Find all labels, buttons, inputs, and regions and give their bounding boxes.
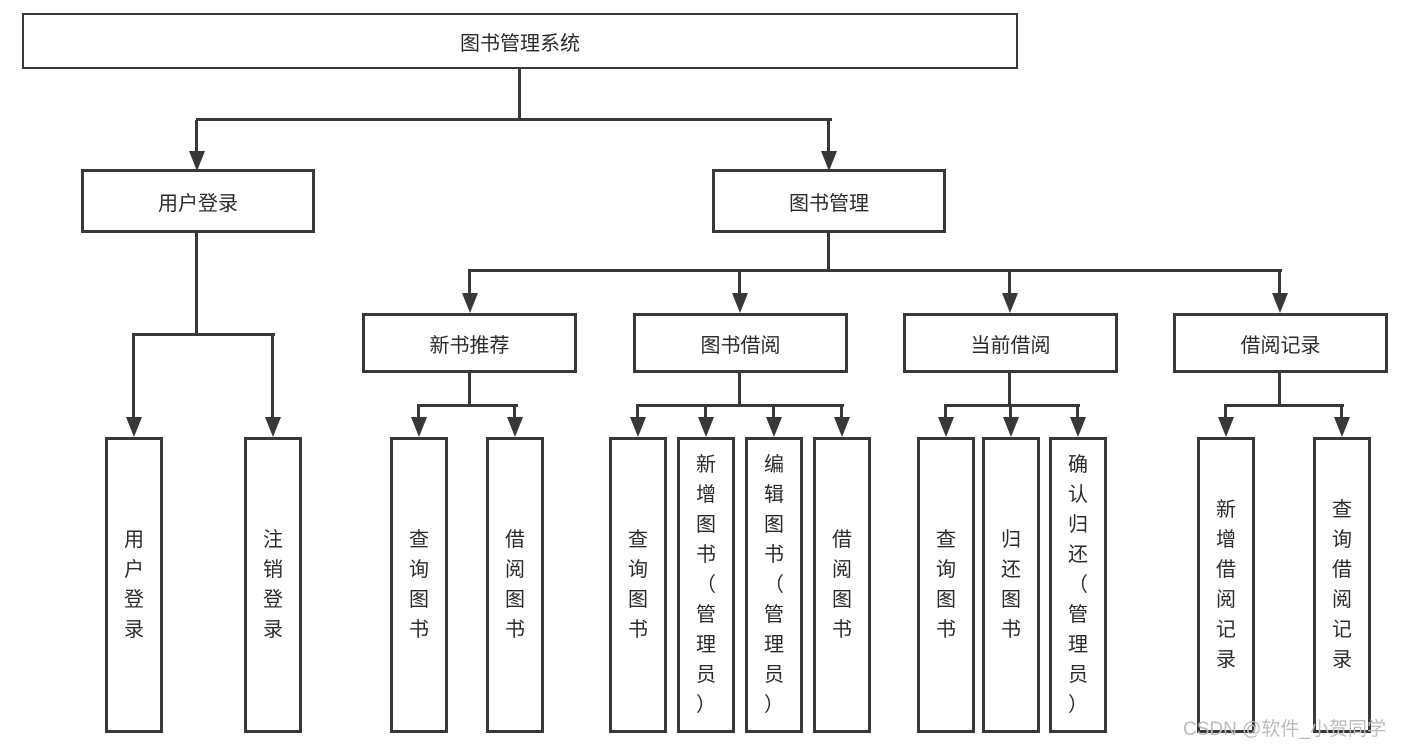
node-user-login: 用户登录 — [81, 169, 315, 233]
connector — [196, 118, 832, 121]
node-book-management: 图书管理 — [712, 169, 946, 233]
node-label: 当前借阅 — [970, 334, 1051, 357]
arrowhead-icon — [265, 417, 281, 437]
leaf-query-books-current: 查询图书 — [917, 437, 975, 733]
watermark: CSDN @软件_小贺同学 — [1183, 719, 1386, 740]
connector — [636, 406, 639, 419]
connector — [271, 335, 274, 421]
leaf-user-login: 用户登录 — [105, 437, 163, 733]
connector — [195, 120, 198, 155]
arrowhead-icon — [1003, 417, 1019, 437]
node-label: 归还图书 — [1001, 529, 1021, 641]
arrowhead-icon — [766, 417, 782, 437]
connector — [704, 406, 707, 419]
connector — [195, 232, 198, 335]
connector — [417, 406, 420, 419]
leaf-edit-books-admin: 编辑图书（管理员） — [745, 437, 803, 733]
node-label: 编辑图书（管理员） — [764, 454, 784, 716]
connector — [417, 404, 518, 407]
arrowhead-icon — [732, 293, 748, 313]
node-label: 借阅图书 — [832, 529, 852, 641]
node-label: 查询图书 — [409, 529, 429, 641]
node-current-borrowing: 当前借阅 — [903, 313, 1118, 373]
connector — [1008, 372, 1011, 406]
arrowhead-icon — [821, 151, 837, 171]
node-label: 图书借阅 — [700, 334, 781, 357]
node-label: 借阅图书 — [505, 529, 525, 641]
arrowhead-icon — [1334, 417, 1350, 437]
arrowhead-icon — [462, 293, 478, 313]
connector — [738, 372, 741, 406]
node-label: 查询图书 — [936, 529, 956, 641]
connector — [132, 335, 135, 421]
node-library-system: 图书管理系统 — [22, 13, 1018, 69]
arrowhead-icon — [698, 417, 714, 437]
node-borrowing-records: 借阅记录 — [1173, 313, 1388, 373]
connector — [1340, 406, 1343, 419]
connector — [132, 333, 275, 336]
connector — [772, 406, 775, 419]
leaf-add-books-admin: 新增图书（管理员） — [677, 437, 735, 733]
connector — [1224, 406, 1227, 419]
connector — [827, 120, 830, 155]
arrowhead-icon — [1070, 417, 1086, 437]
connector — [1278, 372, 1281, 406]
node-label: 用户登录 — [124, 529, 144, 641]
arrowhead-icon — [834, 417, 850, 437]
connector — [738, 271, 741, 297]
connector — [518, 69, 521, 121]
node-label: 图书管理 — [789, 192, 869, 215]
connector — [944, 404, 1080, 407]
connector — [513, 406, 516, 419]
node-label: 图书管理系统 — [460, 32, 580, 55]
connector — [1224, 404, 1344, 407]
arrowhead-icon — [507, 417, 523, 437]
connector — [827, 232, 830, 272]
leaf-query-books-recommend: 查询图书 — [390, 437, 448, 733]
connector — [1009, 406, 1012, 419]
node-label: 用户登录 — [158, 192, 238, 215]
node-new-book-recommend: 新书推荐 — [362, 313, 577, 373]
leaf-query-borrow-record: 查询借阅记录 — [1313, 437, 1371, 733]
leaf-return-books: 归还图书 — [982, 437, 1040, 733]
leaf-add-borrow-record: 新增借阅记录 — [1197, 437, 1255, 733]
node-book-borrowing: 图书借阅 — [633, 313, 848, 373]
arrowhead-icon — [630, 417, 646, 437]
connector — [468, 271, 471, 297]
arrowhead-icon — [938, 417, 954, 437]
node-label: 确认归还（管理员） — [1068, 454, 1088, 716]
leaf-logout-login: 注销登录 — [244, 437, 302, 733]
connector — [636, 404, 844, 407]
arrowhead-icon — [126, 417, 142, 437]
arrowhead-icon — [1002, 293, 1018, 313]
node-label: 借阅记录 — [1240, 334, 1321, 357]
connector — [468, 269, 1282, 272]
node-label: 注销登录 — [263, 529, 283, 641]
connector — [1008, 271, 1011, 297]
node-label: 查询借阅记录 — [1332, 499, 1352, 671]
connector — [1076, 406, 1079, 419]
arrowhead-icon — [411, 417, 427, 437]
arrowhead-icon — [1272, 293, 1288, 313]
connector — [468, 372, 471, 406]
leaf-confirm-return-admin: 确认归还（管理员） — [1049, 437, 1107, 733]
node-label: 新增借阅记录 — [1216, 499, 1236, 671]
node-label: 新书推荐 — [429, 334, 510, 357]
leaf-borrow-books-recommend: 借阅图书 — [486, 437, 544, 733]
node-label: 查询图书 — [628, 529, 648, 641]
connector — [944, 406, 947, 419]
leaf-borrow-books: 借阅图书 — [813, 437, 871, 733]
arrowhead-icon — [1218, 417, 1234, 437]
arrowhead-icon — [189, 151, 205, 171]
connector — [840, 406, 843, 419]
connector — [1278, 271, 1281, 297]
leaf-query-books-borrow: 查询图书 — [609, 437, 667, 733]
node-label: 新增图书（管理员） — [696, 454, 716, 716]
